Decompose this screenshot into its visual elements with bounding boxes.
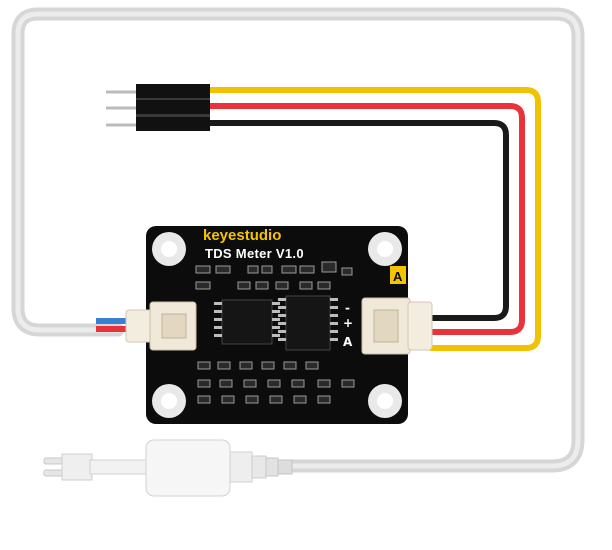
signal-wires <box>208 87 541 351</box>
probe-connector <box>125 301 197 351</box>
probe-head <box>43 439 293 497</box>
mounting-holes <box>152 232 402 418</box>
pin-minus-label: - <box>345 301 350 315</box>
smd-components-top <box>195 261 353 290</box>
wire-yellow <box>208 87 541 351</box>
ic-right <box>278 295 338 351</box>
smd-components-bottom <box>197 361 355 404</box>
wire-red <box>208 103 525 335</box>
wire-black <box>208 120 509 321</box>
tds-board: keyestudio TDS Meter V1.0 <box>125 226 433 424</box>
signal-connector <box>361 297 433 355</box>
brand-label: keyestudio <box>203 227 281 244</box>
pin-signal-label: A <box>343 335 353 349</box>
probe-lead-wires <box>96 318 128 332</box>
model-label: TDS Meter V1.0 <box>205 246 304 261</box>
port-marker-label: A <box>393 269 403 284</box>
dupont-header <box>106 84 210 131</box>
ic-left <box>214 299 280 345</box>
pin-plus-label: + <box>343 316 353 330</box>
port-marker-box <box>390 266 406 284</box>
